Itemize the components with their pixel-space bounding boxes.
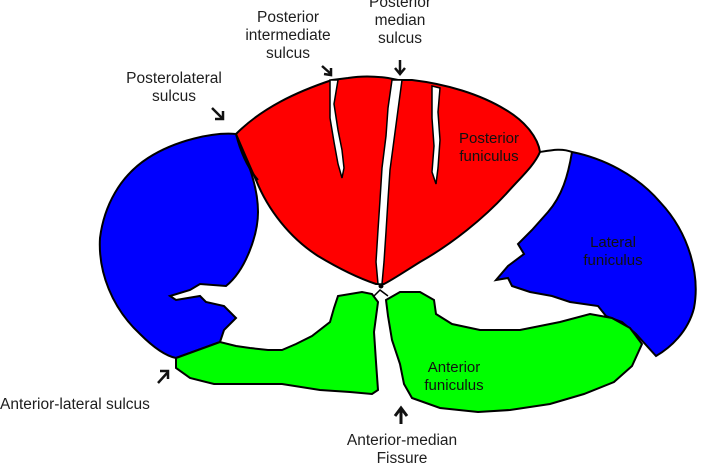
posterior-funiculus-line-1: Posterior [458,130,520,147]
anterior-funiculus-label: Anterior funiculus [412,359,496,395]
posterior-intermediate-sulcus-label: Posterior intermediate sulcus [230,9,346,63]
posterior-funiculus-label: Posterior funiculus [444,130,534,166]
posterior-funiculus-line-2: funiculus [459,148,519,165]
posterior-intermediate-sulcus-line-2: intermediate [245,27,331,44]
lateral-funiculus-line-2: funiculus [583,252,643,269]
anterior-lateral-sulcus-text: Anterior-lateral sulcus [0,396,150,413]
anterior-median-fissure-outline [373,289,389,297]
anterior-funiculus-right-region [384,291,644,414]
posterolateral-sulcus-line-1: Posterolateral [126,70,222,87]
lateral-funiculus-left-region [98,132,260,360]
posterior-intermediate-septum-left [329,79,345,179]
arrow-down-right-icon [211,107,225,121]
lateral-funiculus-line-1: Lateral [590,234,636,251]
posterior-median-sulcus-line-1: Posterior [368,0,432,11]
arrow-down-icon [394,60,406,76]
arrow-down-right-icon [321,65,333,77]
posterior-median-sulcus-line-3: sulcus [378,30,422,47]
anterior-funiculus-left-region [175,290,380,396]
posterolateral-sulcus-label: Posterolateral sulcus [110,70,238,106]
posterior-intermediate-septum-right [431,85,441,185]
lateral-funiculus-right-region [493,150,697,358]
posterior-median-sulcus-label: Posterior median sulcus [357,0,443,48]
posterior-median-sulcus-line-2: median [374,12,426,29]
arrow-up-icon [393,405,409,424]
lateral-funiculus-label: Lateral funiculus [568,234,658,270]
arrow-up-right-icon [157,369,170,384]
posterior-intermediate-sulcus-line-1: Posterior [256,9,320,26]
posterolateral-groove-outline [235,133,259,181]
anterior-median-fissure-line-1: Anterior-median [346,432,458,449]
anterior-median-fissure-label: Anterior-median Fissure [322,432,482,468]
anterior-median-fissure-line-2: Fissure [376,450,428,467]
anterior-funiculus-line-1: Anterior [427,359,481,376]
posterior-intermediate-sulcus-line-3: sulcus [266,45,310,62]
right-posterolateral-outline [539,148,573,153]
anterior-funiculus-line-2: funiculus [424,377,484,394]
central-canal [378,283,384,289]
anterior-lateral-sulcus-label: Anterior-lateral sulcus [0,396,200,414]
posterolateral-sulcus-line-2: sulcus [152,88,196,105]
